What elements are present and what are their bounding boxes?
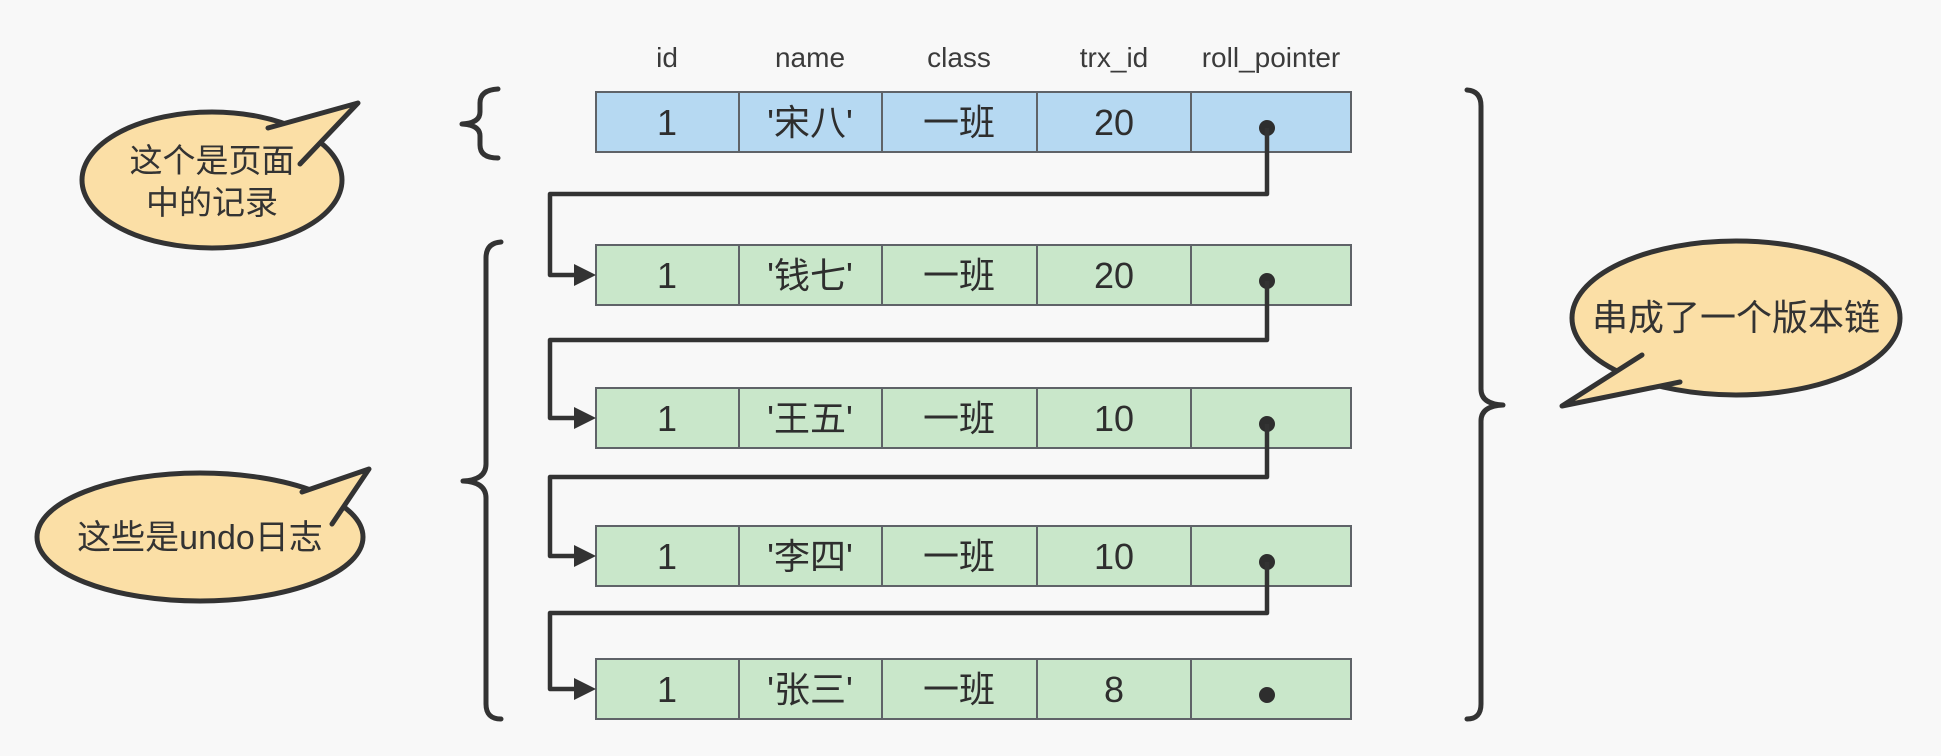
cell-class-value: 一班	[923, 536, 995, 577]
column-header-roll-pointer: roll_pointer	[1202, 42, 1341, 73]
cell-name-value: '张三'	[767, 669, 853, 710]
roll-pointer-dot	[1259, 687, 1275, 703]
table-header: id name class trx_id roll_pointer	[656, 42, 1340, 73]
cell-id-value: 1	[657, 102, 677, 143]
cell-background	[595, 244, 740, 306]
cell-background	[595, 658, 740, 720]
bubble-version-chain: 串成了一个版本链	[1559, 238, 1903, 409]
bubble-undo-logs: 这些是undo日志	[34, 466, 372, 604]
bubble-text: 中的记录	[146, 184, 278, 221]
cell-class-value: 一班	[923, 255, 995, 296]
cell-trx-id-value: 8	[1104, 669, 1124, 710]
cell-background	[595, 525, 740, 587]
cell-background	[738, 244, 883, 306]
cell-name-value: '王五'	[767, 398, 853, 439]
bubble-text: 这个是页面	[130, 142, 295, 179]
cell-trx-id-value: 10	[1094, 398, 1134, 439]
undo-log-row: 1 '李四' 一班 10	[595, 525, 1352, 587]
cell-background	[881, 658, 1038, 720]
bubble-text: 串成了一个版本链	[1592, 297, 1880, 338]
column-header-class: class	[927, 42, 991, 73]
cell-background	[881, 525, 1038, 587]
arrowhead-icon	[574, 407, 596, 429]
cell-name-value: '李四'	[767, 536, 853, 577]
cell-name-value: '宋八'	[767, 102, 853, 143]
cell-class-value: 一班	[923, 669, 995, 710]
version-chain-connector	[547, 562, 1270, 692]
cell-id-value: 1	[657, 398, 677, 439]
page-record-row: 1 '宋八' 一班 20	[595, 91, 1352, 153]
bubble-tail	[1559, 352, 1683, 409]
cell-background	[738, 525, 883, 587]
cell-id-value: 1	[657, 669, 677, 710]
cell-class-value: 一班	[923, 398, 995, 439]
cell-trx-id-value: 10	[1094, 536, 1134, 577]
undo-log-row: 1 '张三' 一班 8	[595, 658, 1352, 720]
arrowhead-icon	[574, 264, 596, 286]
cell-background	[738, 658, 883, 720]
bubble-body	[34, 470, 366, 604]
column-header-trx-id: trx_id	[1080, 42, 1148, 73]
cell-background	[595, 91, 740, 153]
bubble-text: 这些是undo日志	[77, 519, 323, 557]
arrowhead-icon	[574, 678, 596, 700]
undo-logs-brace	[460, 239, 504, 722]
version-chain-brace	[1464, 87, 1506, 722]
cell-background	[1036, 525, 1192, 587]
bubble-body	[1569, 238, 1903, 398]
cell-background	[595, 387, 740, 449]
cell-background	[881, 387, 1038, 449]
bubble-tail	[265, 100, 361, 167]
version-chain-connector	[547, 424, 1270, 559]
cell-background	[1036, 658, 1192, 720]
arrowhead-icon	[574, 545, 596, 567]
cell-id-value: 1	[657, 536, 677, 577]
cell-trx-id-value: 20	[1094, 102, 1134, 143]
undo-log-row: 1 '王五' 一班 10	[595, 387, 1352, 449]
version-chain-connectors	[547, 128, 1270, 700]
version-chain-connector	[547, 281, 1270, 421]
version-chain-connector	[547, 128, 1270, 278]
undo-log-row: 1 '钱七' 一班 20	[595, 244, 1352, 306]
cell-background	[738, 387, 883, 449]
bubble-body	[79, 109, 345, 251]
cell-name-value: '钱七'	[767, 255, 853, 296]
column-header-id: id	[656, 42, 678, 73]
cell-background	[738, 91, 883, 153]
cell-class-value: 一班	[923, 102, 995, 143]
cell-trx-id-value: 20	[1094, 255, 1134, 296]
cell-background	[881, 244, 1038, 306]
bubble-tail	[299, 466, 372, 527]
cell-id-value: 1	[657, 255, 677, 296]
cell-background	[1036, 244, 1192, 306]
bubble-page-record: 这个是页面 中的记录	[79, 100, 361, 251]
column-header-name: name	[775, 42, 845, 73]
cell-background	[881, 91, 1038, 153]
page-record-brace	[459, 86, 501, 161]
